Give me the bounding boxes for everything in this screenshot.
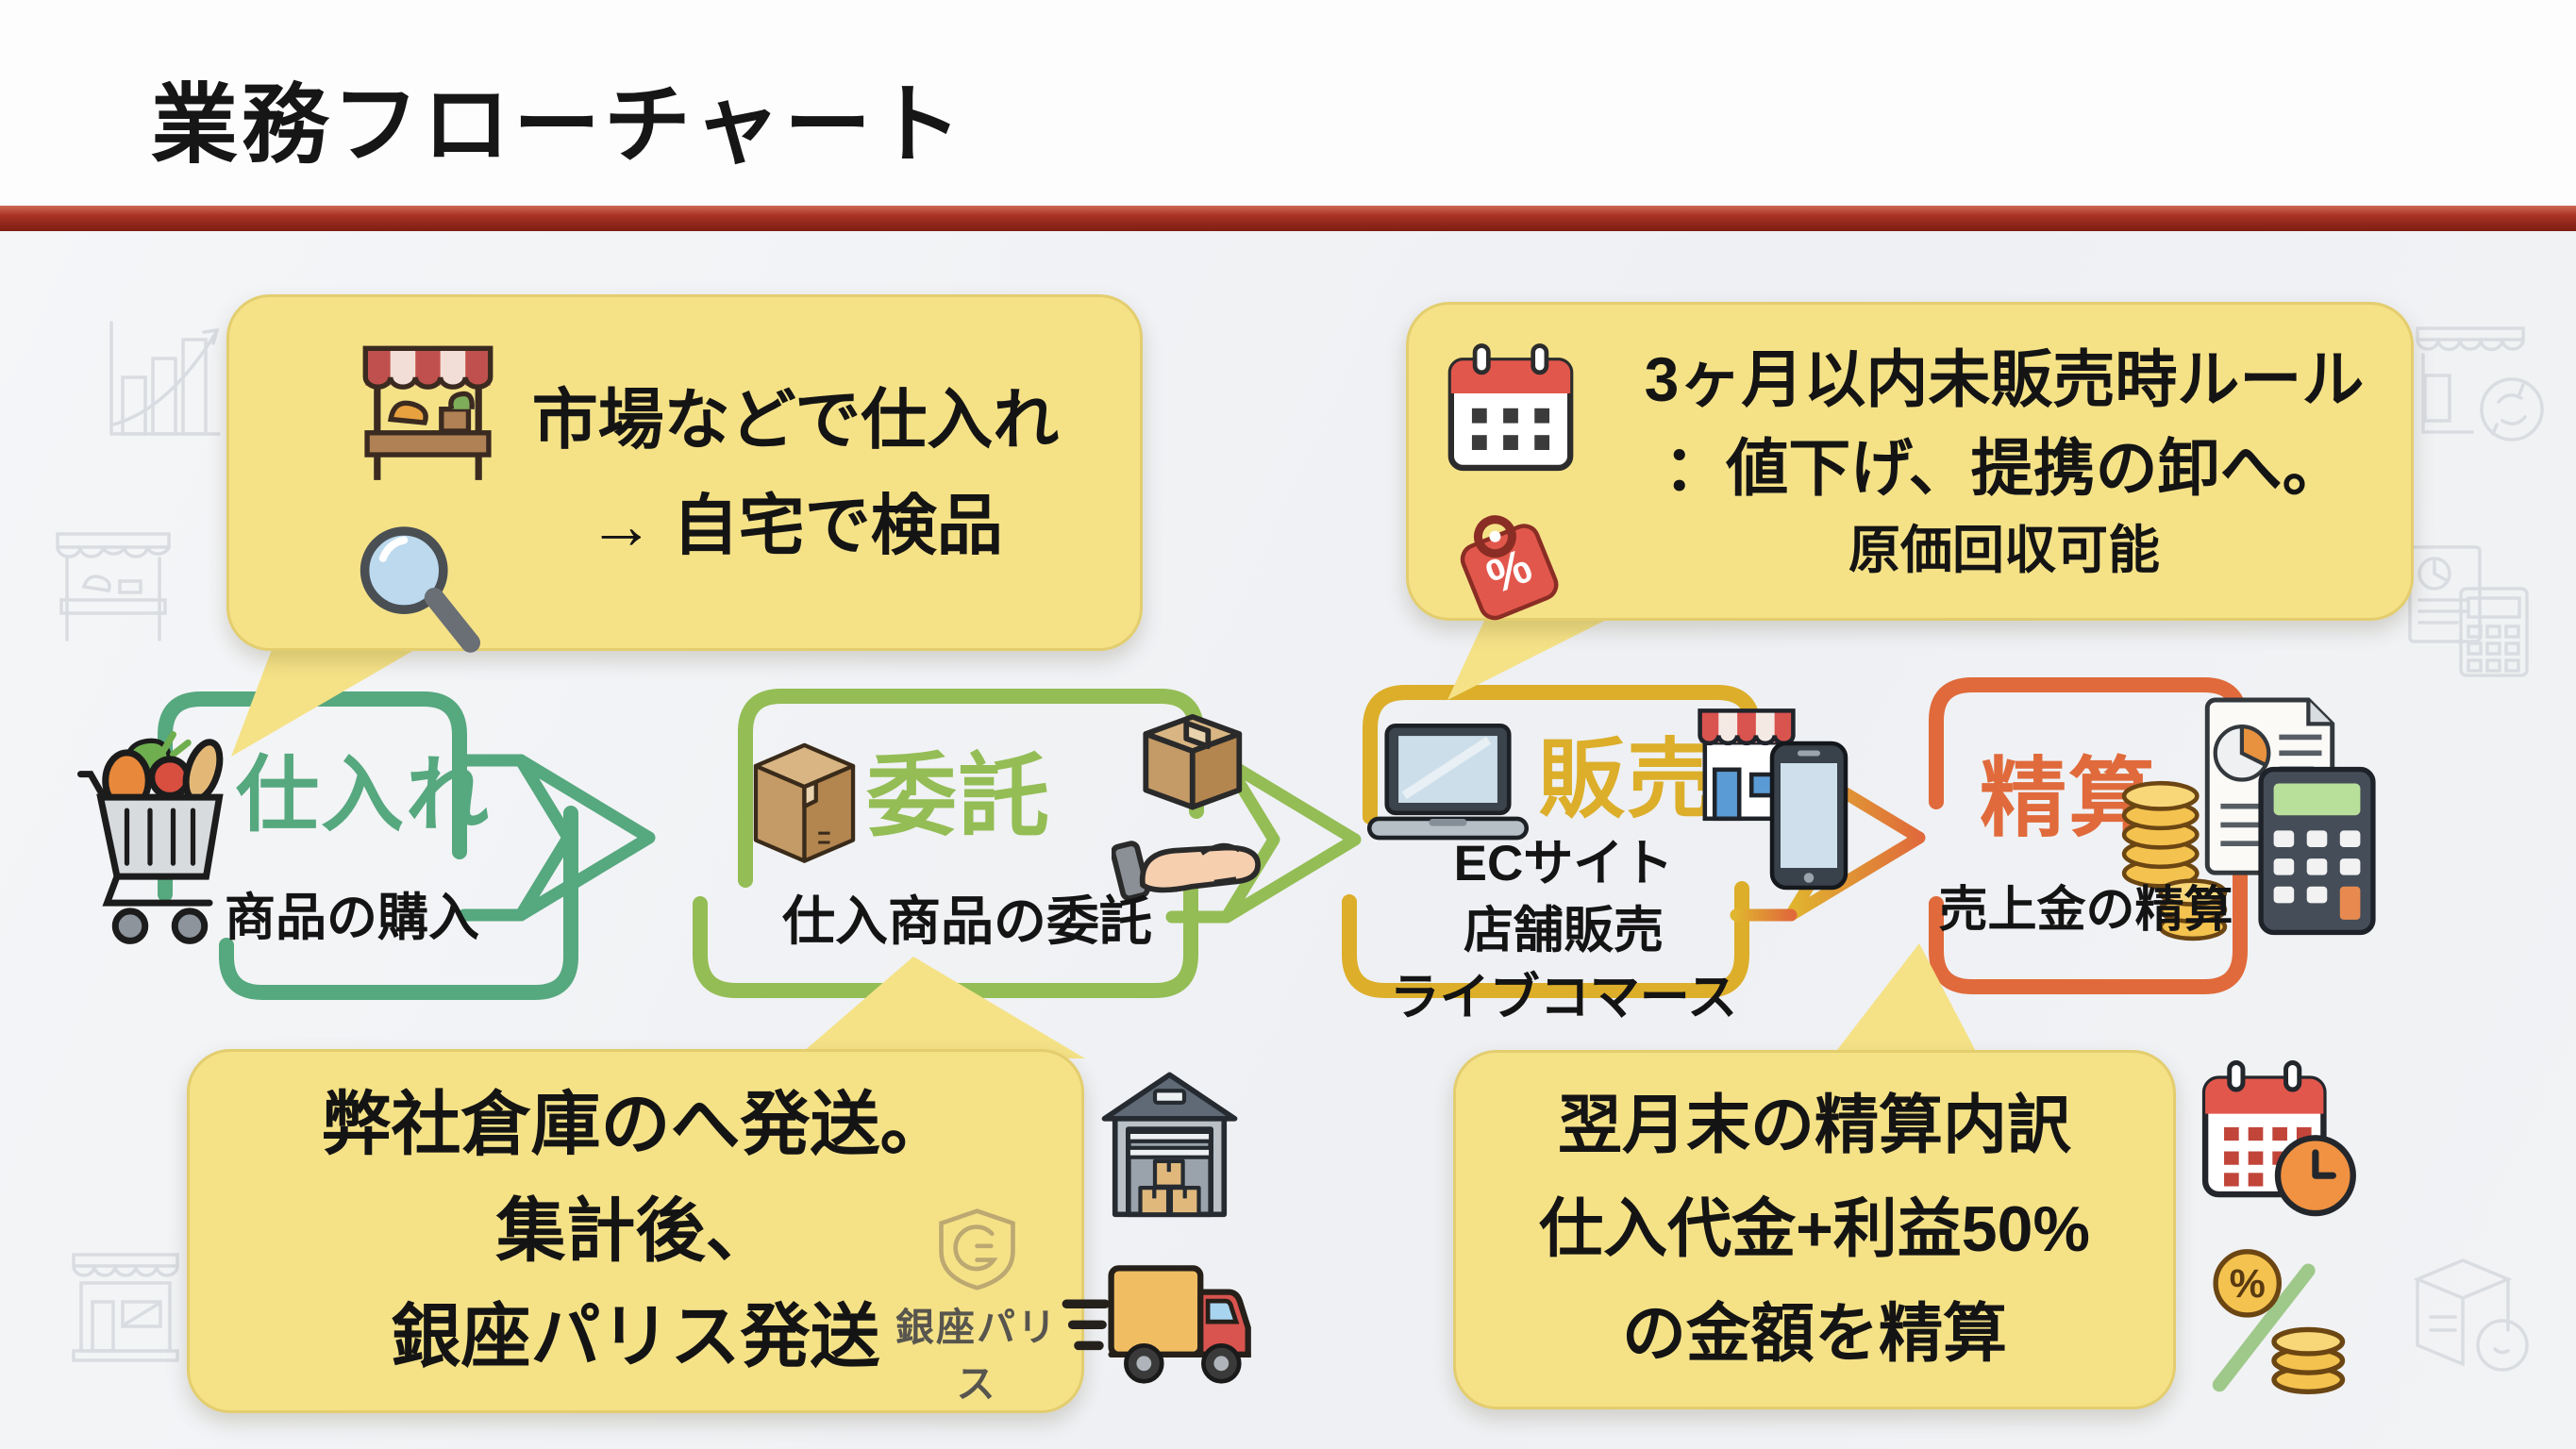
bubble-unsold-note: 原価回収可能 [1848,520,2160,579]
bubble-shipping-line: 銀座パリス発送 [391,1297,880,1376]
step3-subtitle: ECサイト 店舗販売 ライブコマース [1351,830,1776,1031]
hand-box-icon [1112,709,1267,945]
bubble-shipping: 弊社倉庫のへ発送。 集計後、 銀座パリス発送 銀座パリス [187,1049,1084,1413]
step2-subtitle: 仕入商品の委託 [782,891,1152,951]
smartphone-icon [1766,738,1851,893]
delivery-truck-icon [1061,1243,1254,1394]
bubble-settlement-detail: 翌月末の精算内訳 仕入代金+利益50% の金額を精算 [1453,1050,2176,1409]
magnifier-icon [341,516,492,667]
svg-text:%: % [2230,1261,2266,1307]
step3-channel: 店舗販売 [1464,903,1664,958]
laptop-icon [1361,717,1535,854]
coins-icon [2116,738,2233,959]
page-title: 業務フローチャート [151,77,966,174]
discount-tag-icon: % [1435,491,1581,633]
step2-title: 委託 [866,746,1051,847]
bubble-unsold-line: 3ヶ月以内未販売時ルール [1644,344,2365,415]
bubble-shipping-line: 弊社倉庫のへ発送。 [321,1085,950,1164]
step1-title: 仕入れ [236,748,492,841]
calculator-icon [2253,747,2381,955]
bg-stall-icon [56,532,171,641]
bg-store-refresh-icon [2416,326,2544,441]
step1-subtitle: 商品の購入 [225,890,479,946]
bubble-settlement-line: 仕入代金+利益50% [1539,1193,2090,1266]
step3-title: 販売 [1538,732,1716,828]
bg-store-icon [72,1253,179,1362]
market-stall-icon [341,335,515,495]
percent-coins-icon: % [2203,1238,2356,1396]
bg-chart-icon [109,321,221,436]
bubble-tails [231,607,1980,1058]
warehouse-icon [1096,1064,1243,1226]
step4-subtitle: 売上金の精算 [1938,883,2233,938]
cardboard-box-icon [745,741,863,868]
bubble-sourcing: 市場などで仕入れ → 自宅で検品 [226,294,1143,653]
calendar-clock-icon [2197,1055,2359,1223]
bubble-unsold-line: ：値下げ、提携の卸へ。 [1664,432,2345,503]
bg-report-calc-icon [2408,545,2529,677]
shopping-cart-icon [77,715,243,960]
calendar-icon [1435,337,1586,478]
flow-arrow-1 [458,754,656,922]
ginza-paris-logo: 銀座パリス [878,1208,1076,1408]
bubble-sourcing-line: 市場などで仕入れ [531,383,1060,457]
header-band [0,0,2576,206]
bubble-unsold-rule: % 3ヶ月以内未販売時ルール ：値下げ、提携の卸へ。 原価回収可能 [1406,302,2414,621]
bubble-sourcing-line: → 自宅で検品 [588,489,1003,562]
divider-bar [0,206,2576,231]
step3-channel: ECサイト [1453,836,1674,891]
shield-logo-icon [938,1208,1015,1291]
step3-channel: ライブコマース [1389,970,1738,1025]
bg-box-search-icon [2413,1258,2529,1372]
bubble-settlement-line: の金額を精算 [1621,1297,2007,1370]
bubble-shipping-line: 集計後、 [495,1191,776,1270]
logo-text: 銀座パリス [895,1306,1058,1406]
bubble-settlement-line: 翌月末の精算内訳 [1557,1090,2071,1162]
